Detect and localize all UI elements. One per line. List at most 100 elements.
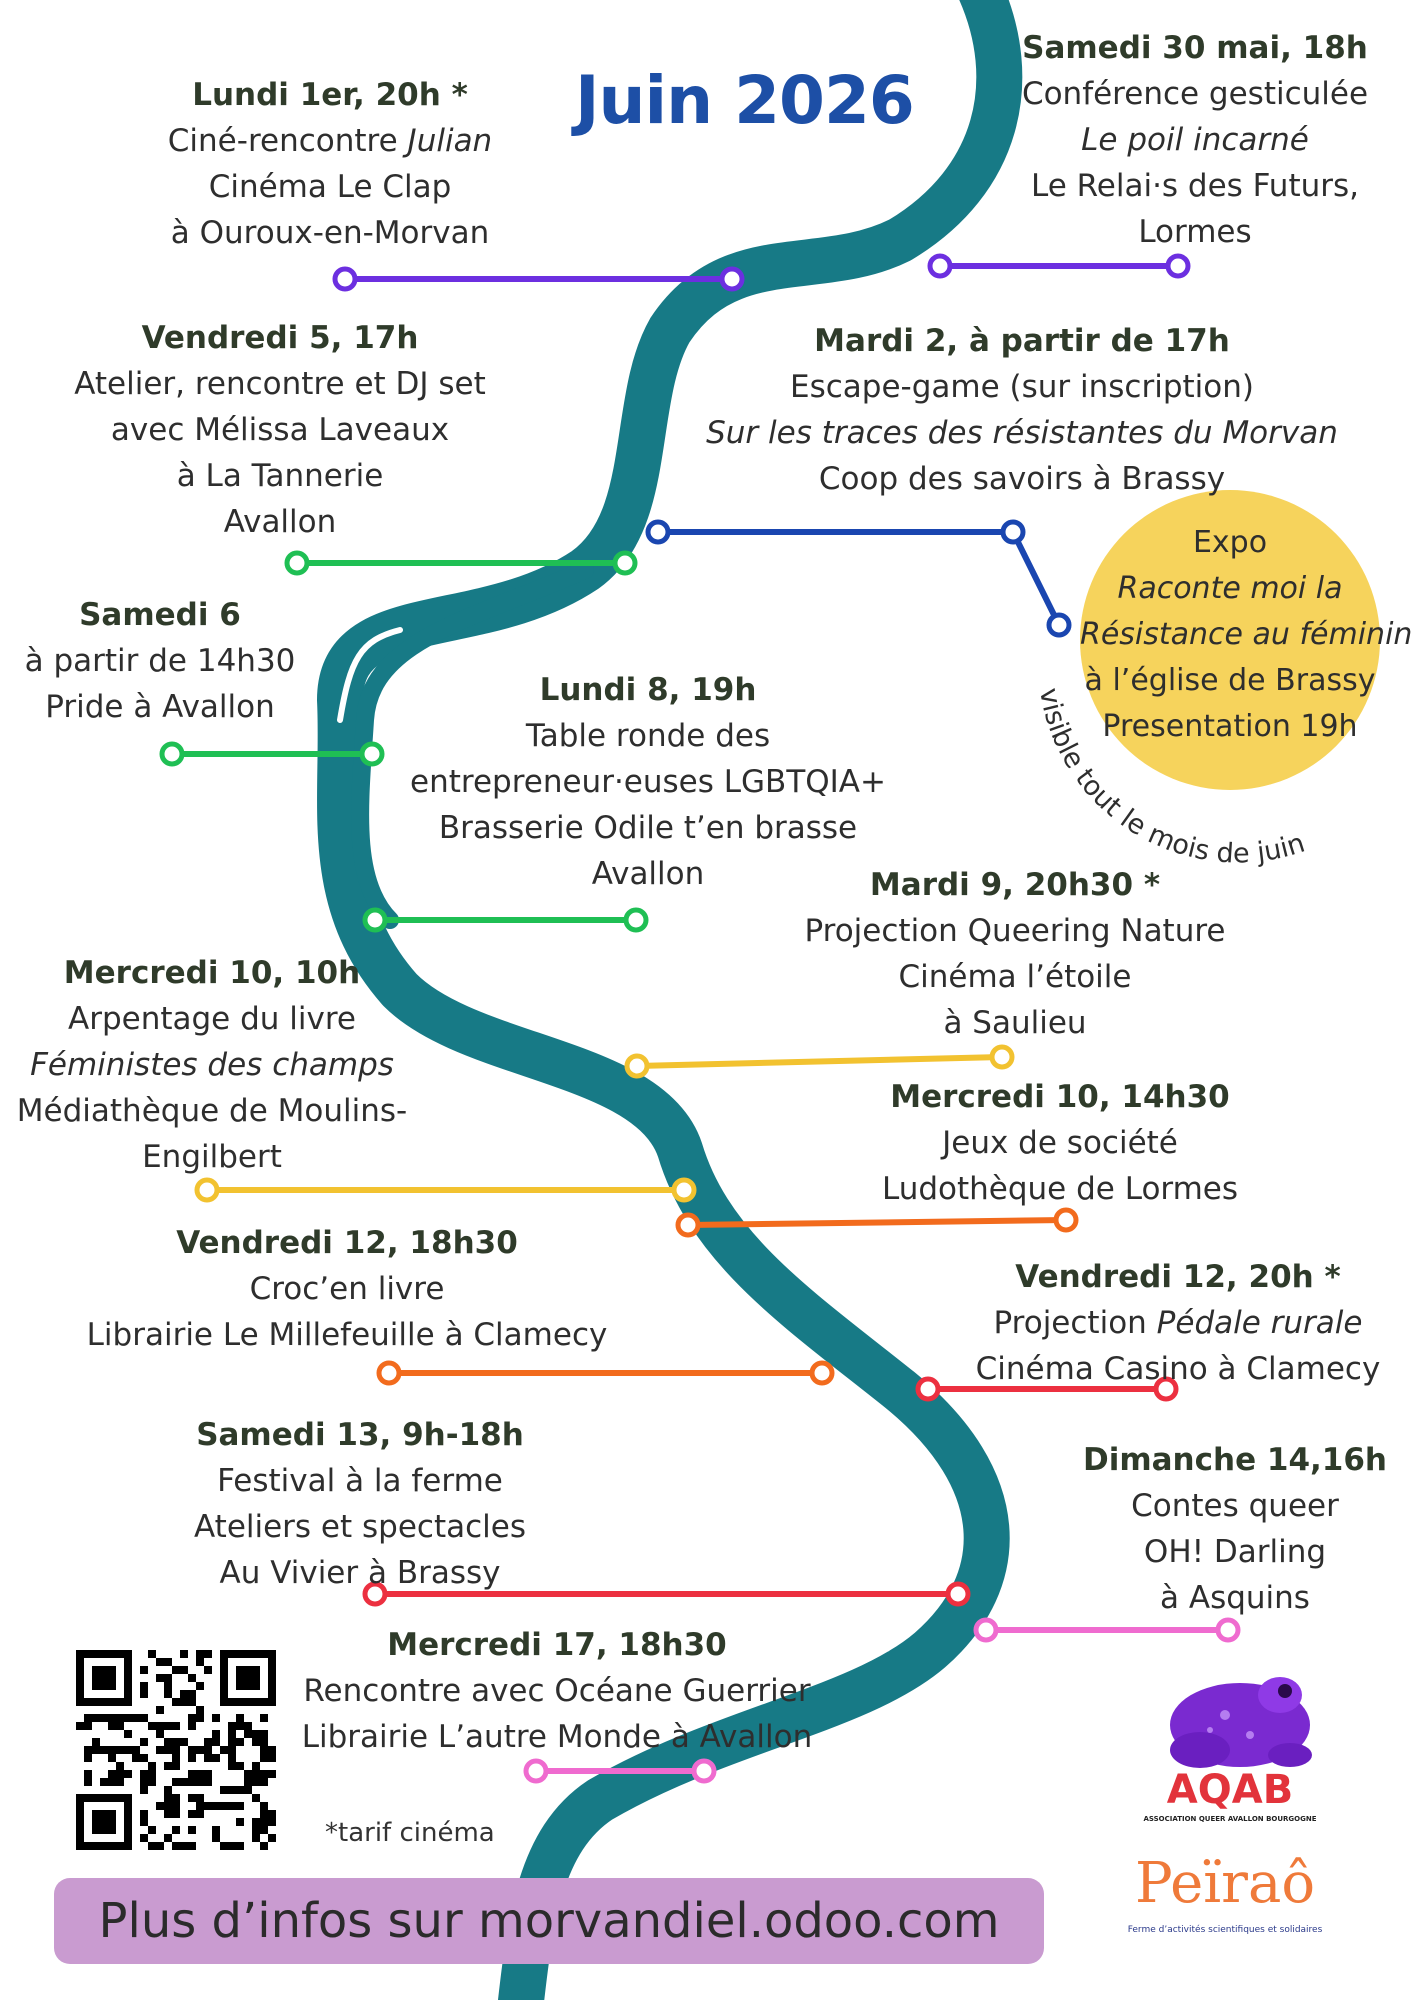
expo-circle: [1080, 490, 1380, 790]
connector-dot: [927, 253, 953, 279]
event-line: Pride à Avallon: [45, 689, 275, 725]
connector-dot: [1000, 519, 1026, 545]
expo-block: Expo Raconte moi la Résistance au fémini…: [1080, 520, 1413, 750]
event-line: Librairie L’autre Monde à Avallon: [301, 1719, 813, 1755]
expo-line: Presentation 19h: [1102, 709, 1358, 744]
event-line: à Asquins: [1160, 1580, 1310, 1616]
connector-dot: [915, 1376, 941, 1402]
event-line: Sur les traces des résistantes du Morvan: [706, 415, 1338, 451]
info-banner[interactable]: Plus d’infos sur morvandiel.odoo.com: [54, 1878, 1044, 1964]
event-heading: Mercredi 10, 10h: [63, 955, 361, 991]
connector-dot: [989, 1044, 1015, 1070]
connector-dot: [675, 1212, 701, 1238]
event-line: Lormes: [1138, 214, 1252, 250]
event-block: Vendredi 12, 20h *Projection Pédale rura…: [778, 1254, 1414, 1392]
event-heading: Mercredi 17, 18h30: [387, 1627, 727, 1663]
aqab-letters: AQAB: [1167, 1767, 1293, 1813]
connector-dot: [1165, 253, 1191, 279]
event-line: Festival à la ferme: [217, 1463, 503, 1499]
event-line: Avallon: [591, 856, 705, 892]
connector-dot: [194, 1177, 220, 1203]
event-line: Ciné-rencontre Julian: [167, 123, 493, 159]
event-line: Conférence gesticulée: [1021, 76, 1369, 112]
connector-dot: [691, 1758, 717, 1784]
connector-dot: [362, 1581, 388, 1607]
event-line: Escape-game (sur inscription): [790, 369, 1254, 405]
connector-dot: [624, 1053, 650, 1079]
expo-line: à l’église de Brassy: [1084, 663, 1376, 698]
event-heading: Vendredi 5, 17h: [141, 320, 419, 356]
connector-dot: [809, 1360, 835, 1386]
connector-dot: [623, 907, 649, 933]
connector-dot: [973, 1617, 999, 1643]
event-line: Rencontre avec Océane Guerrier: [303, 1673, 811, 1709]
event-line: Au Vivier à Brassy: [219, 1555, 501, 1591]
connector-line: [687, 1217, 1067, 1228]
event-line: Librairie Le Millefeuille à Clamecy: [86, 1317, 608, 1353]
connector-dot: [1215, 1617, 1241, 1643]
info-banner-text: Plus d’infos sur morvandiel.odoo.com: [98, 1893, 1000, 1949]
event-line: Jeux de société: [942, 1125, 1178, 1161]
event-line: Cinéma Casino à Clamecy: [975, 1351, 1381, 1387]
event-line: Médiathèque de Moulins-: [16, 1093, 408, 1129]
cinema-tariff-note: *tarif cinéma: [325, 1818, 495, 1848]
event-block: Mardi 9, 20h30 * Projection Queering Natu…: [615, 862, 1414, 1046]
connector-dot: [1053, 1207, 1079, 1233]
event-heading: Samedi 30 mai, 18h: [1022, 30, 1368, 66]
event-line: à Saulieu: [943, 1005, 1087, 1041]
event-line: Projection Queering Nature: [804, 913, 1226, 949]
event-line: Avallon: [223, 504, 337, 540]
connector-dots: [159, 253, 1241, 1784]
connector-dot: [612, 550, 638, 576]
connectors: [172, 263, 1228, 1774]
event-heading: Samedi 6: [79, 597, 241, 633]
event-line: Coop des savoirs à Brassy: [818, 461, 1226, 497]
event-line: Cinéma Le Clap: [208, 169, 452, 205]
event-line: Atelier, rencontre et DJ set: [74, 366, 486, 402]
event-line: avec Mélissa Laveaux: [110, 412, 450, 448]
connector-dot: [945, 1581, 971, 1607]
event-line: Table ronde des: [525, 718, 771, 754]
event-line: Le poil incarné: [1081, 122, 1309, 158]
connector-dot: [1153, 1376, 1179, 1402]
expo-line: Résistance au féminin: [1080, 617, 1413, 652]
connector-line: [658, 529, 1062, 627]
frog-logo-icon: AQAB ASSOCIATION QUEER AVALLON BOURGOGNE: [1143, 1677, 1317, 1823]
connector-dot: [332, 266, 358, 292]
expo-line: Raconte moi la: [1117, 571, 1343, 606]
event-line: Féministes des champs: [30, 1047, 394, 1083]
event-heading: Lundi 8, 19h: [539, 672, 757, 708]
expo-line: Expo: [1192, 525, 1268, 560]
event-line: Contes queer: [1131, 1488, 1339, 1524]
connector-line: [636, 1054, 1003, 1069]
event-heading: Lundi 1er, 20h *: [192, 77, 468, 113]
event-line: entrepreneur·euses LGBTQIA+: [410, 764, 886, 800]
peirao-caption: Ferme d’activités scientifiques et solid…: [1128, 1924, 1323, 1935]
event-line: Ludothèque de Lormes: [881, 1171, 1239, 1207]
event-heading: Samedi 13, 9h-18h: [196, 1417, 524, 1453]
river-branch: [351, 561, 594, 929]
connector-dot: [645, 519, 671, 545]
connector-dot: [362, 907, 388, 933]
event-heading: Dimanche 14,16h: [1082, 1442, 1388, 1478]
connector-dot: [523, 1758, 549, 1784]
event-heading: Mardi 9, 20h30 *: [869, 867, 1161, 903]
event-line: Croc’en livre: [249, 1271, 445, 1307]
qr-code-icon[interactable]: [76, 1650, 276, 1850]
event-line: Brasserie Odile t’en brasse: [438, 810, 858, 846]
connector-dot: [284, 550, 310, 576]
event-line: Cinéma l’étoile: [898, 959, 1132, 995]
event-line: Ateliers et spectacles: [194, 1509, 526, 1545]
peirao-name: Peïraô: [1135, 1851, 1315, 1916]
event-line: Arpentage du livre: [68, 1001, 356, 1037]
